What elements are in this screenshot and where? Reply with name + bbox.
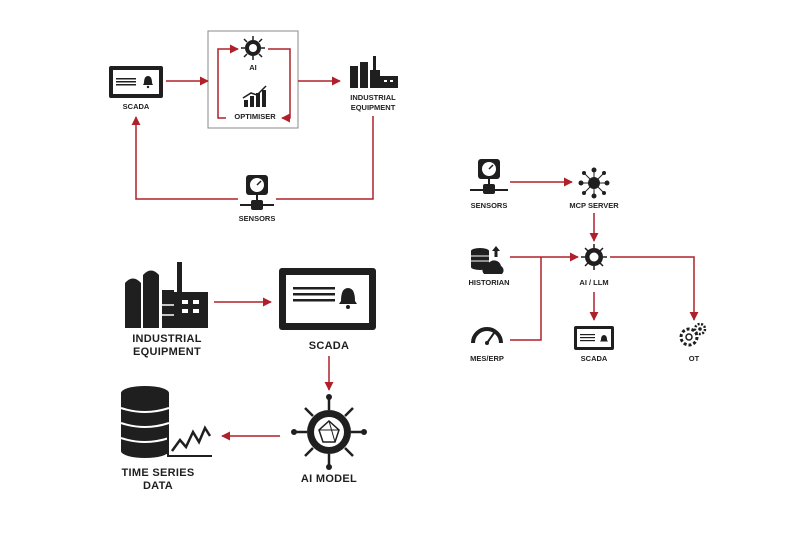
- scada-monitor-icon-bottom: [279, 268, 376, 330]
- ot-gears-icon: [679, 322, 707, 347]
- ai-model-label: AI MODEL: [301, 473, 357, 485]
- sensors-label-top: SENSORS: [239, 214, 276, 223]
- time-series-label-line1: TIME SERIES: [122, 467, 195, 479]
- time-series-database-icon: [120, 386, 212, 458]
- scada-label-right: SCADA: [581, 354, 608, 363]
- optimiser-chart-icon: [242, 85, 267, 107]
- scada-monitor-icon: [109, 66, 163, 98]
- top-diagram: SCADA AI OPTIMISER: [109, 30, 398, 223]
- ai-model-chip-icon: [291, 394, 367, 470]
- time-series-label-line2: DATA: [143, 480, 173, 492]
- factory-icon-bottom: [125, 262, 208, 328]
- arrow-ai-to-ot: [610, 256, 699, 321]
- arrow-ai-to-optimiser: [268, 48, 291, 123]
- mes-erp-gauge-icon: [471, 327, 503, 345]
- mes-erp-label: MES/ERP: [470, 354, 504, 363]
- bottom-diagram: INDUSTRIAL EQUIPMENT SCADA TIME SERIES D…: [120, 262, 376, 492]
- scada-label-bottom: SCADA: [309, 340, 350, 352]
- industrial-equipment-bottom-line2: EQUIPMENT: [133, 346, 201, 358]
- industrial-equipment-label-line1: INDUSTRIAL: [350, 93, 396, 102]
- arrow-loop-optimiser: [217, 81, 226, 119]
- mcp-server-label: MCP SERVER: [569, 201, 619, 210]
- scada-label: SCADA: [123, 102, 150, 111]
- factory-icon-top: [350, 56, 398, 88]
- sensor-gauge-icon-right: [470, 159, 508, 194]
- historian-database-icon: [471, 246, 504, 274]
- ai-chip-icon: [241, 36, 265, 60]
- right-diagram: SENSORS MCP SERVER: [468, 159, 707, 363]
- ai-llm-chip-icon: [581, 244, 607, 270]
- ai-llm-label: AI / LLM: [579, 278, 608, 287]
- wire-equipment-to-sensors: [276, 116, 374, 200]
- ot-label: OT: [689, 354, 700, 363]
- arrow-to-ai: [217, 44, 239, 81]
- industrial-equipment-label-line2: EQUIPMENT: [351, 103, 396, 112]
- wire-mes-to-ai: [510, 257, 542, 341]
- sensors-label-right: SENSORS: [471, 201, 508, 210]
- sensor-gauge-icon-top: [240, 175, 274, 210]
- optimiser-label: OPTIMISER: [234, 112, 276, 121]
- arrow-sensors-to-scada: [131, 116, 238, 200]
- ai-label: AI: [249, 63, 257, 72]
- industrial-equipment-bottom-line1: INDUSTRIAL: [132, 333, 202, 345]
- scada-monitor-icon-right: [574, 326, 614, 350]
- historian-label: HISTORIAN: [468, 278, 509, 287]
- mcp-server-network-icon: [578, 167, 610, 199]
